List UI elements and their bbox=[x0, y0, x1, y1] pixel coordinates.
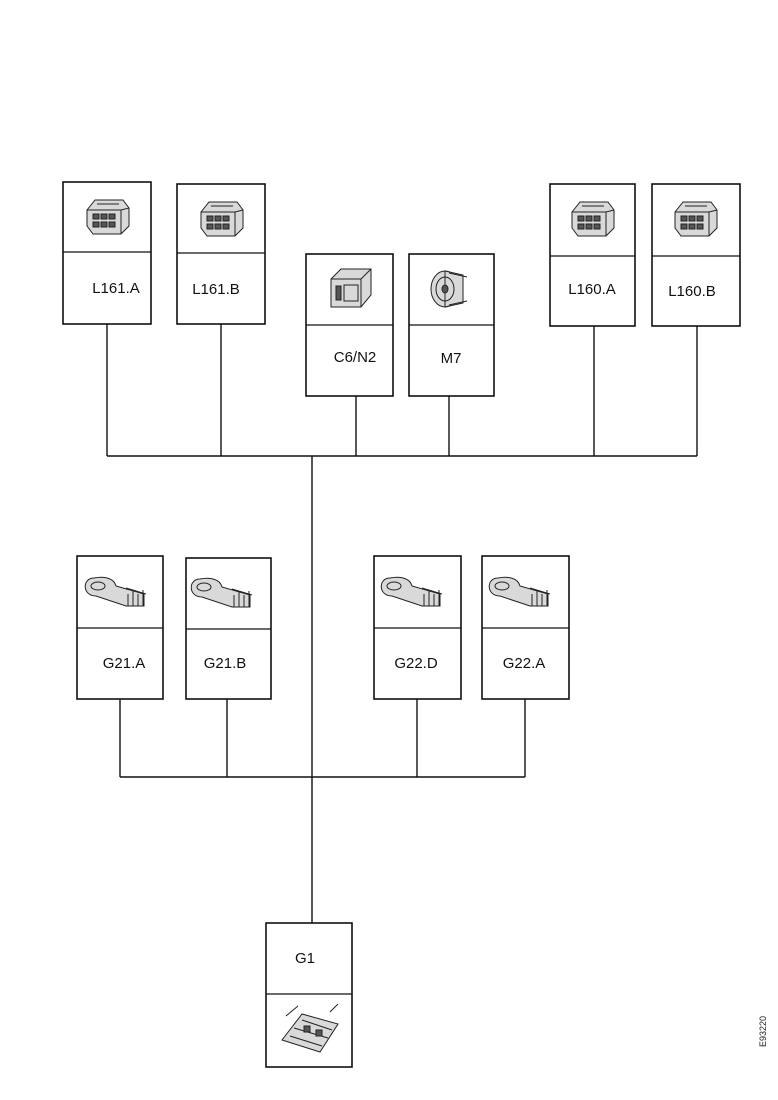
terminal-g21a[interactable]: G21.A bbox=[76, 555, 164, 700]
connector-l161a[interactable]: L161.A bbox=[62, 181, 152, 325]
terminal-label: G22.A bbox=[503, 655, 546, 672]
multi-pin-connector-icon bbox=[200, 201, 244, 237]
connector-label: C6/N2 bbox=[334, 349, 377, 366]
connector-l160b[interactable]: L160.B bbox=[651, 183, 741, 327]
connector-c6n2[interactable]: C6/N2 bbox=[305, 253, 394, 397]
round-connector-icon bbox=[430, 270, 468, 308]
terminal-label: G21.A bbox=[103, 655, 146, 672]
terminal-g22d[interactable]: G22.D bbox=[373, 555, 462, 700]
multi-pin-connector-icon bbox=[86, 199, 130, 235]
multi-pin-connector-icon bbox=[674, 201, 718, 237]
terminal-g21b[interactable]: G21.B bbox=[185, 557, 272, 700]
connector-label: L160.B bbox=[668, 283, 716, 300]
terminal-label: G22.D bbox=[394, 655, 438, 672]
flat-connector-icon bbox=[330, 268, 372, 308]
connector-label: L161.A bbox=[92, 280, 140, 297]
connector-label: L160.A bbox=[568, 281, 616, 298]
multi-pin-connector-icon bbox=[571, 201, 615, 237]
wiring bbox=[106, 324, 698, 923]
connector-l160a[interactable]: L160.A bbox=[549, 183, 636, 327]
connector-l161b[interactable]: L161.B bbox=[176, 183, 266, 325]
figure-code: E93220 bbox=[758, 1016, 768, 1047]
connector-label: L161.B bbox=[192, 281, 240, 298]
terminal-label: G21.B bbox=[204, 655, 247, 672]
ground-point-g1[interactable]: G1 bbox=[265, 922, 353, 1068]
terminal-g22a[interactable]: G22.A bbox=[481, 555, 570, 700]
connector-m7[interactable]: M7 bbox=[408, 253, 495, 397]
ground-label: G1 bbox=[295, 950, 315, 967]
connector-label: M7 bbox=[441, 350, 462, 367]
